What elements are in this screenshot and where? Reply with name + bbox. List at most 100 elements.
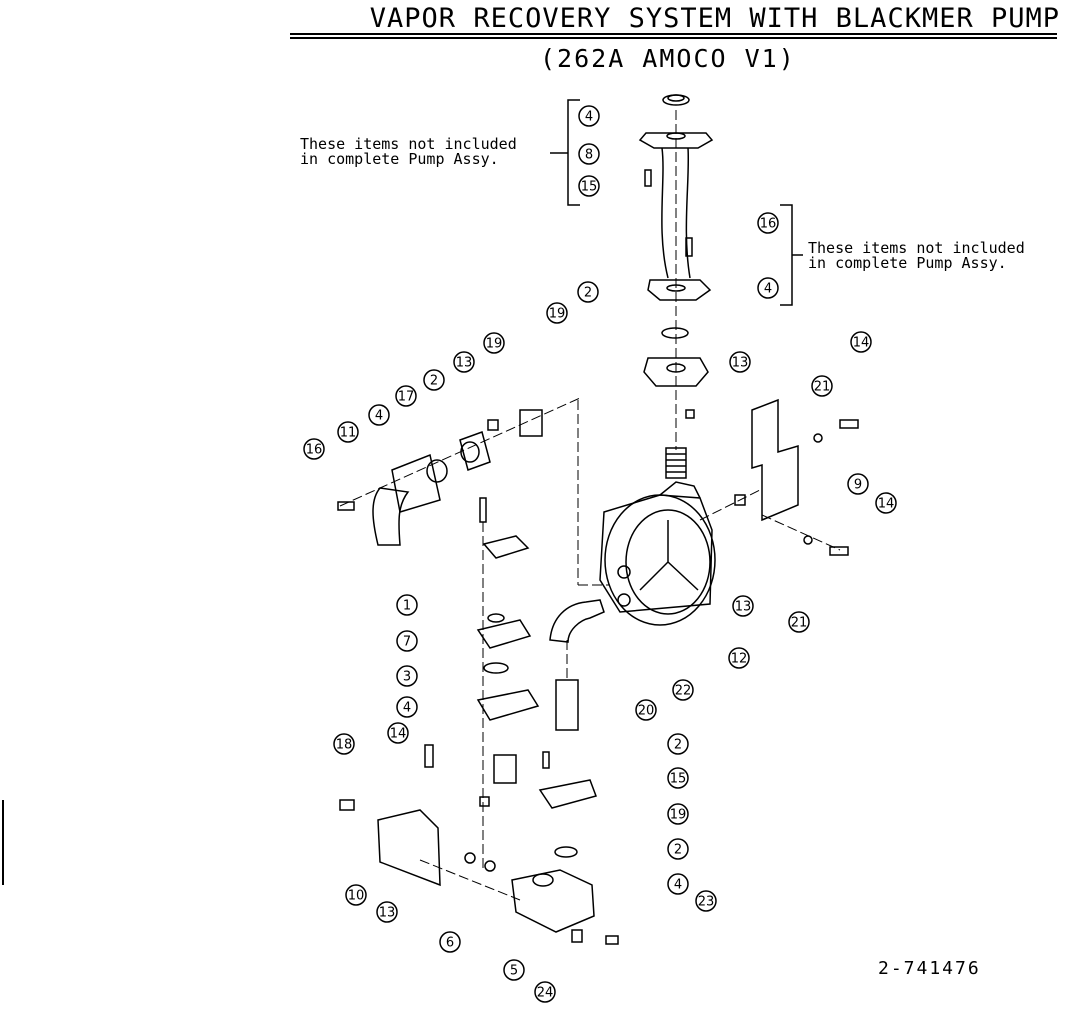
callout-10: 10	[345, 884, 367, 906]
nut	[685, 409, 695, 419]
callout-11: 11	[337, 421, 359, 443]
callout-20: 20	[635, 699, 657, 721]
callout-9: 9	[847, 473, 869, 495]
o-ring	[661, 327, 689, 339]
diagram-title: VAPOR RECOVERY SYSTEM WITH BLACKMER PUMP	[369, 3, 1060, 34]
bolt	[339, 799, 355, 811]
svg-text:15: 15	[581, 180, 598, 195]
plug	[571, 929, 583, 943]
svg-text:8: 8	[585, 148, 593, 163]
flange-lower	[538, 779, 597, 809]
callout-22: 22	[672, 679, 694, 701]
callout-1: 1	[396, 594, 418, 616]
svg-text:13: 13	[379, 906, 396, 921]
callout-14: 14	[387, 722, 409, 744]
check-valve-body	[511, 869, 595, 933]
callout-2: 2	[423, 369, 445, 391]
svg-text:4: 4	[764, 282, 772, 297]
svg-text:19: 19	[549, 307, 566, 322]
note-line-1: These items not included	[300, 135, 517, 153]
nut	[734, 494, 746, 506]
svg-text:19: 19	[486, 337, 503, 352]
washer	[487, 613, 505, 623]
svg-text:4: 4	[674, 878, 682, 893]
svg-text:4: 4	[403, 701, 411, 716]
callout-13: 13	[376, 901, 398, 923]
svg-text:2: 2	[674, 843, 682, 858]
callout-2: 2	[577, 281, 599, 303]
note-line-2: in complete Pump Assy.	[300, 150, 499, 168]
svg-text:20: 20	[638, 704, 655, 719]
svg-text:16: 16	[306, 443, 323, 458]
callout-4: 4	[667, 873, 689, 895]
callout-14: 14	[875, 492, 897, 514]
bracket-right	[780, 204, 793, 306]
nut	[479, 796, 490, 807]
svg-text:6: 6	[446, 936, 454, 951]
gasket	[482, 535, 530, 559]
svg-text:24: 24	[537, 986, 554, 1001]
washer	[484, 860, 496, 872]
fitting	[605, 935, 619, 945]
callout-16: 16	[757, 212, 779, 234]
callout-12: 12	[728, 647, 750, 669]
flange	[476, 689, 540, 721]
callout-balloons: 4815164219132114191321741116914132117123…	[303, 105, 897, 1003]
svg-text:2: 2	[674, 738, 682, 753]
bolt	[839, 419, 859, 429]
callout-24: 24	[534, 981, 556, 1003]
callout-2: 2	[667, 838, 689, 860]
svg-text:22: 22	[675, 684, 692, 699]
o-ring	[483, 662, 509, 674]
svg-text:4: 4	[375, 409, 383, 424]
callout-16: 16	[303, 438, 325, 460]
svg-text:23: 23	[698, 895, 715, 910]
svg-text:9: 9	[854, 478, 862, 493]
svg-text:13: 13	[456, 356, 473, 371]
callout-4: 4	[368, 404, 390, 426]
callout-4: 4	[757, 277, 779, 299]
callout-2: 2	[667, 733, 689, 755]
bracket-upper	[567, 99, 580, 206]
inlet-elbow-assembly	[337, 409, 543, 546]
mounting-bracket-lower	[377, 809, 441, 887]
callout-6: 6	[439, 931, 461, 953]
mounting-bracket-right	[751, 398, 799, 522]
callout-4: 4	[578, 105, 600, 127]
washer	[464, 852, 476, 864]
washer	[803, 535, 813, 545]
svg-text:14: 14	[390, 727, 407, 742]
bolt	[829, 546, 849, 556]
svg-text:15: 15	[670, 772, 687, 787]
callout-19: 19	[546, 302, 568, 324]
callout-15: 15	[667, 767, 689, 789]
svg-text:7: 7	[403, 635, 411, 650]
bolt	[479, 497, 487, 523]
svg-text:16: 16	[760, 217, 777, 232]
flange-upper	[643, 357, 709, 387]
title-underline	[290, 33, 1057, 35]
note-right: These items not included in complete Pum…	[808, 241, 1025, 271]
pipe-nipple	[665, 447, 687, 479]
callout-21: 21	[788, 611, 810, 633]
svg-text:11: 11	[340, 426, 357, 441]
bolt	[424, 744, 434, 768]
callout-13: 13	[732, 595, 754, 617]
title-underline-2	[290, 37, 1057, 39]
svg-text:19: 19	[670, 808, 687, 823]
note-line-2: in complete Pump Assy.	[808, 254, 1007, 272]
street-elbow	[549, 599, 605, 643]
pipe-nipple	[555, 679, 579, 731]
svg-text:2: 2	[584, 286, 592, 301]
svg-text:21: 21	[814, 380, 831, 395]
callout-5: 5	[503, 959, 525, 981]
svg-text:3: 3	[403, 670, 411, 685]
callout-21: 21	[811, 375, 833, 397]
callout-17: 17	[395, 385, 417, 407]
note-upper-left: These items not included in complete Pum…	[300, 137, 517, 167]
svg-text:12: 12	[731, 652, 748, 667]
spacer	[476, 619, 532, 649]
callout-19: 19	[483, 332, 505, 354]
svg-text:13: 13	[735, 600, 752, 615]
